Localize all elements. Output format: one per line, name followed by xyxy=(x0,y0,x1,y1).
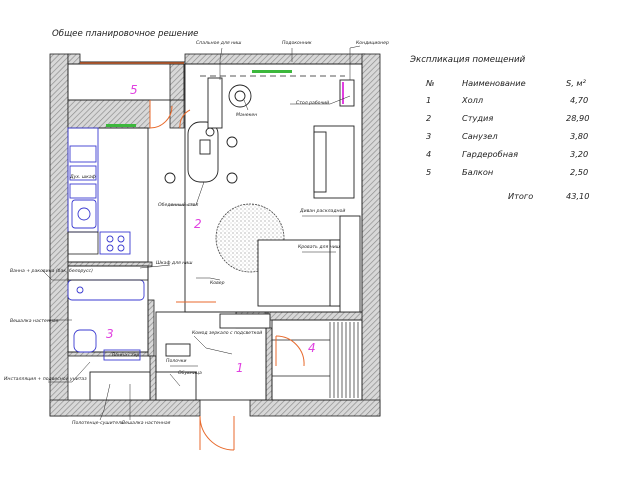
doors xyxy=(149,100,305,451)
row-area: 3,80 xyxy=(570,131,588,141)
callout-lines xyxy=(41,45,361,421)
kitchen xyxy=(67,127,131,255)
row-name: Холл xyxy=(461,95,483,105)
label-hanger2: Вешалка настенная xyxy=(122,420,171,426)
room-number-1: 1 xyxy=(236,361,244,375)
label-windowsill: Подоконник xyxy=(282,40,312,46)
heater-green xyxy=(106,124,136,127)
row-name: Санузел xyxy=(462,131,498,141)
heater-green-2 xyxy=(252,70,292,73)
label-dining-table: Обеденный стол xyxy=(158,202,198,208)
label-bath-wash: Ванна стир xyxy=(112,352,139,358)
dining-table xyxy=(164,121,238,184)
bed xyxy=(257,215,361,313)
bath-shelf xyxy=(67,265,149,281)
row-number: 3 xyxy=(426,131,431,141)
row-number: 2 xyxy=(426,113,431,123)
plan-title: Общее планировочное решение xyxy=(52,29,198,39)
row-name: Гардеробная xyxy=(462,149,518,159)
label-mannequin: Манекен xyxy=(236,112,257,118)
row-area: 4,70 xyxy=(570,95,588,105)
table-row: 3 Санузел 3,80 xyxy=(426,131,588,141)
label-washer: Ванна + раковина (бак, белорусс) xyxy=(10,268,93,274)
room-lines xyxy=(67,61,363,401)
label-shoes: Обувница xyxy=(178,370,202,376)
balcony-window xyxy=(80,62,292,127)
bathroom xyxy=(67,279,145,361)
table-row: 1 Холл 4,70 xyxy=(426,95,588,105)
table-row: 5 Балкон 2,50 xyxy=(426,167,588,177)
label-cabinet: Шкаф для ниш xyxy=(156,260,193,266)
room-number-5: 5 xyxy=(130,83,138,97)
label-work-table: Стол рабочий xyxy=(296,100,329,106)
walls xyxy=(49,53,381,417)
work-accent xyxy=(342,82,344,104)
label-sofa: Диван раскладной xyxy=(299,208,345,214)
label-hood: Дух. шкаф xyxy=(69,174,96,180)
label-towel: Полотенце-сушитель xyxy=(72,420,124,426)
label-conditioner: Кондиционер xyxy=(356,40,389,46)
row-number: 1 xyxy=(426,95,431,105)
label-mirror: Комод зеркало с подсветкой xyxy=(192,330,262,336)
row-number: 4 xyxy=(426,149,431,159)
sofa xyxy=(313,125,355,199)
room-number-2: 2 xyxy=(194,217,202,231)
label-shelves: Полочки xyxy=(166,358,187,364)
header-area: S, м² xyxy=(566,78,587,88)
label-hanger: Вешалка настенная xyxy=(10,318,59,324)
hall-furniture xyxy=(89,313,271,401)
row-name: Балкон xyxy=(462,167,494,177)
label-rug: Ковер xyxy=(210,280,225,286)
row-area: 28,90 xyxy=(566,113,589,123)
header-name: Наименование xyxy=(462,78,526,88)
row-area: 3,20 xyxy=(570,149,588,159)
explication-title: Экспликация помещений xyxy=(409,55,526,65)
kitchen-counter xyxy=(67,231,99,255)
room-number-4: 4 xyxy=(308,341,316,355)
wardrobe-shelves xyxy=(272,322,359,398)
row-name: Студия xyxy=(462,113,493,123)
label-bed: Кровать для ниш xyxy=(298,244,341,250)
label-installation: Инсталляция + подвесной унитаз xyxy=(4,376,87,382)
total-value: 43,10 xyxy=(566,191,589,201)
explication-table: Экспликация помещений № Наименование S, … xyxy=(409,55,589,201)
header-number: № xyxy=(425,78,435,88)
row-area: 2,50 xyxy=(570,167,588,177)
table-row: 4 Гардеробная 3,20 xyxy=(426,149,588,159)
room-number-3: 3 xyxy=(106,327,114,341)
table-row: 2 Студия 28,90 xyxy=(426,113,589,123)
total-label: Итого xyxy=(508,191,533,201)
row-number: 5 xyxy=(426,167,431,177)
label-sleeper: Спальное для ниш xyxy=(196,40,242,46)
